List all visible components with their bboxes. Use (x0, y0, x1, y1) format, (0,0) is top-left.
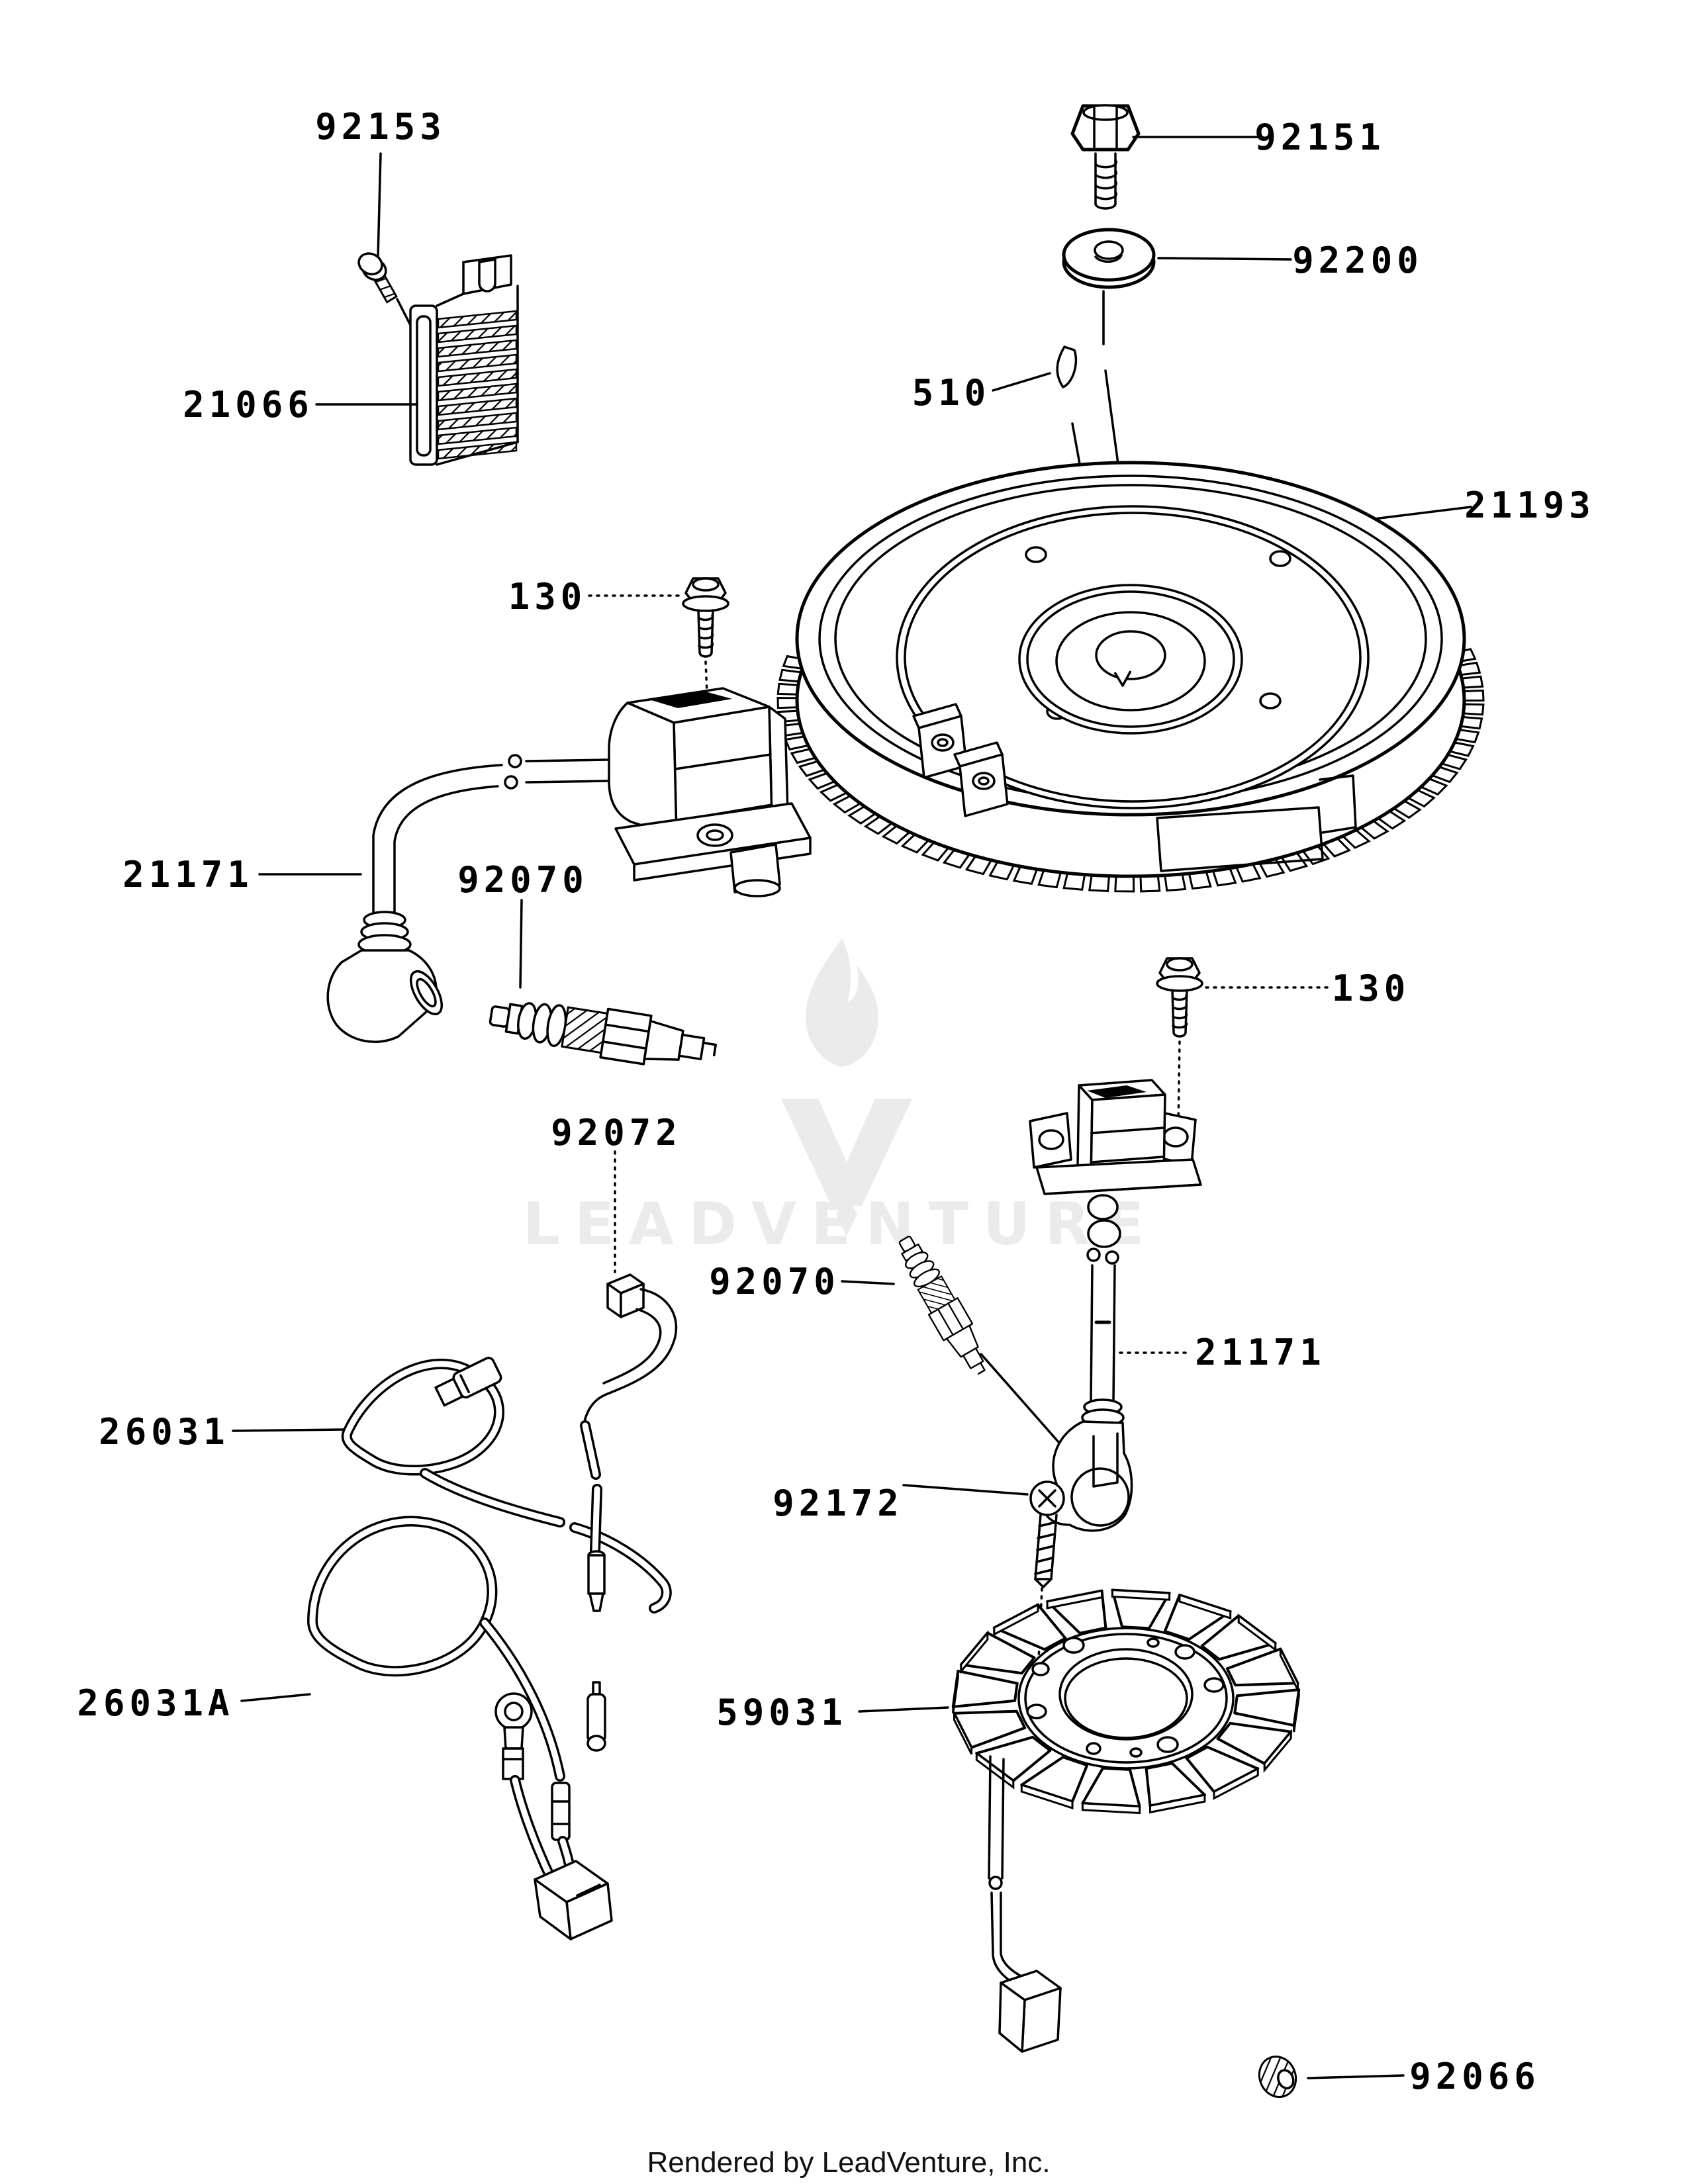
part-label-510[interactable]: 510 (912, 372, 991, 414)
leadventure-watermark: LEADVENTURE (523, 938, 1159, 1258)
leader-21193 (1373, 506, 1472, 520)
plug-wire-right-drawing (1042, 1264, 1133, 1532)
watermark-flame-icon (805, 938, 879, 1067)
leader-92066 (1307, 2074, 1405, 2079)
watermark-v-icon (781, 1099, 912, 1236)
part-label-130-left[interactable]: 130 (508, 576, 587, 617)
part-label-92153[interactable]: 92153 (315, 106, 446, 148)
plug-92066-drawing (1258, 2056, 1297, 2098)
assembly-line-130-right (1177, 1040, 1181, 1126)
leader-92200 (1157, 257, 1292, 261)
leader-92070-left (519, 899, 523, 989)
footer-credit: Rendered by LeadVenture, Inc. (647, 2146, 1050, 2179)
stator-59031-drawing (951, 1588, 1301, 2053)
heatsink-21066-drawing (409, 254, 519, 466)
leader-92172 (902, 1484, 1029, 1496)
part-label-92066[interactable]: 92066 (1409, 2056, 1540, 2097)
leader-26031 (232, 1428, 346, 1432)
leader-510 (992, 372, 1051, 392)
washer-92200-drawing (1062, 228, 1156, 289)
spark-plug-left-drawing (486, 989, 720, 1076)
leader-59031 (858, 1706, 949, 1713)
part-label-92070-left[interactable]: 92070 (457, 859, 588, 901)
part-label-92200[interactable]: 92200 (1292, 240, 1423, 281)
part-label-21066[interactable]: 21066 (183, 384, 314, 426)
watermark-text: LEADVENTURE (523, 1190, 1159, 1258)
part-label-26031a[interactable]: 26031A (77, 1682, 234, 1724)
screw-92153-drawing (357, 252, 398, 304)
part-label-92151[interactable]: 92151 (1254, 116, 1385, 158)
clamp-92072-drawing (583, 1273, 678, 1426)
assembly-line-plug-right (980, 1353, 1060, 1444)
ignition-coil-left-drawing (608, 687, 812, 897)
harness-26031-drawing (341, 1357, 672, 1752)
harness-26031a-drawing (306, 1516, 613, 1940)
leader-26031a (240, 1693, 311, 1702)
flywheel-21193-drawing (776, 461, 1485, 893)
bolt-130-right-drawing (1156, 957, 1203, 1038)
part-label-130-right[interactable]: 130 (1332, 968, 1411, 1009)
part-label-21171-left[interactable]: 21171 (122, 854, 254, 895)
screw-92172-drawing (1029, 1480, 1065, 1588)
part-label-21171-right[interactable]: 21171 (1195, 1332, 1326, 1373)
leader-92153 (377, 152, 382, 258)
bolt-130-left-drawing (682, 577, 729, 658)
key-510-drawing (1056, 345, 1078, 388)
leader-92070-right (841, 1280, 895, 1285)
part-label-92172[interactable]: 92172 (773, 1482, 904, 1524)
part-label-92070-right[interactable]: 92070 (709, 1261, 840, 1302)
part-label-26031[interactable]: 26031 (99, 1411, 230, 1453)
part-label-59031[interactable]: 59031 (716, 1692, 847, 1733)
part-label-21193[interactable]: 21193 (1464, 484, 1595, 526)
bolt-92151-drawing (1070, 104, 1141, 210)
part-label-92072[interactable]: 92072 (551, 1112, 682, 1154)
plug-wire-left-drawing (326, 754, 609, 1043)
ignition-coil-right-drawing (1029, 1079, 1202, 1265)
